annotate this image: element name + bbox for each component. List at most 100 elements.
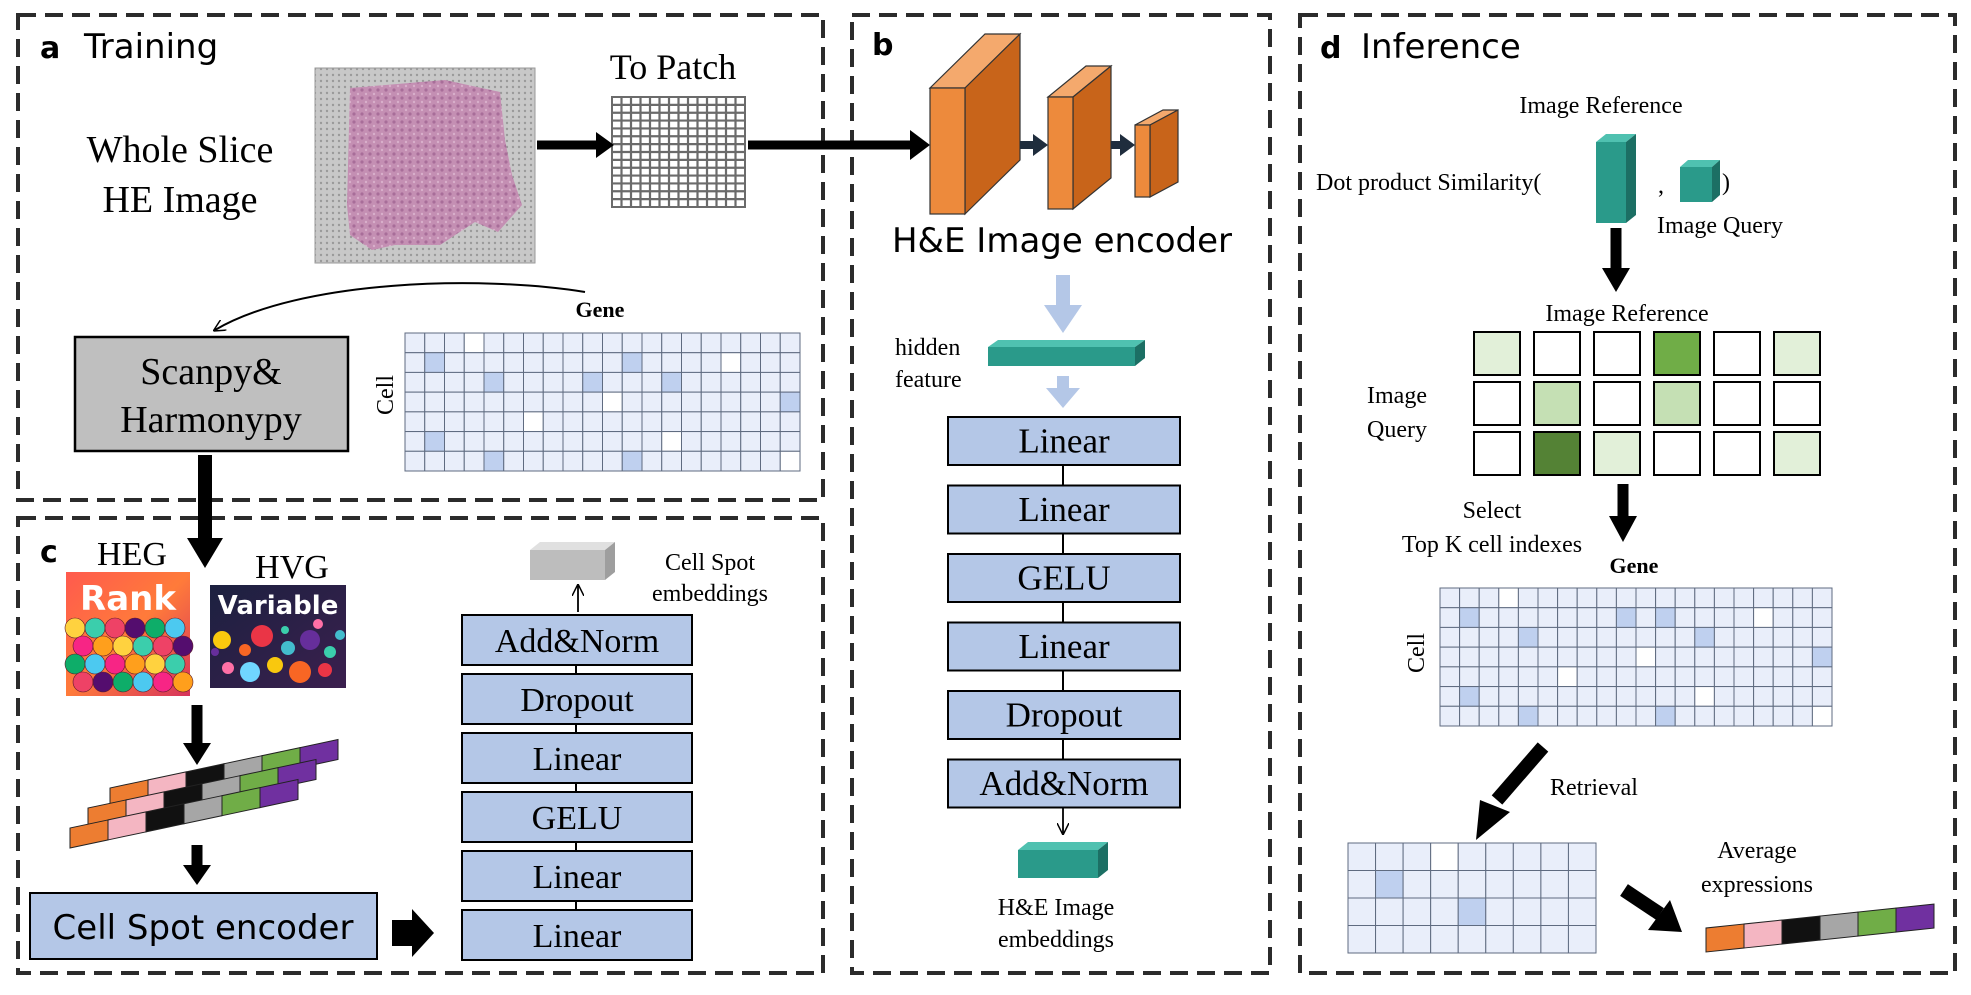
matrix-cell [681,411,702,433]
matrix-cell [1517,607,1539,628]
matrix-cell [404,332,426,354]
matrix-cell [1596,607,1617,628]
matrix-cell [1540,925,1569,954]
matrix-cell [1596,646,1617,668]
variable-sphere [267,657,283,673]
hidden-feature-line2: feature [895,367,962,393]
matrix-cell [1402,870,1432,899]
expression-matrix-training [404,332,801,472]
matrix-cell [661,371,682,393]
average-bar-cell [1781,915,1821,945]
matrix-cell [1792,666,1813,688]
panel-a-title: Training [83,27,218,67]
matrix-cell [641,431,663,452]
matrix-cell [1596,587,1617,609]
matrix-cell [444,371,465,393]
matrix-cell [1694,666,1715,688]
matrix-cell [1713,686,1735,707]
matrix-cell [1674,686,1696,707]
matrix-cell [641,411,663,433]
similarity-cell [1473,331,1521,376]
scanpy-box [73,335,350,453]
layer-box [461,791,693,843]
matrix-cell [602,352,623,373]
cellspot-encoder-box [29,892,378,960]
matrix-cell [681,391,702,413]
rank-sphere [104,617,126,639]
matrix-cell [661,391,682,413]
matrix-cell [562,352,584,373]
matrix-cell [1694,587,1715,609]
matrix-cell [1537,607,1559,628]
matrix-cell [1615,705,1637,727]
matrix-cell [1478,646,1500,668]
matrix-cell [1498,607,1519,628]
variable-sphere [281,626,289,634]
comma-label: , [1658,173,1664,199]
matrix-cell [740,450,761,472]
matrix-cell [1485,842,1514,871]
matrix-cell [404,411,426,433]
matrix-cell [661,411,682,433]
matrix-cell [602,411,623,433]
matrix-cell [463,352,485,373]
matrix-cell [700,450,722,472]
layer-box [461,614,693,666]
rank-sphere [124,653,146,675]
variable-sphere [300,630,320,650]
matrix-cell [1512,897,1542,926]
rank-sphere [64,617,86,639]
matrix-cell [1713,607,1735,628]
layer-label: GELU [532,800,623,837]
variable-sphere [222,662,234,674]
matrix-cell [562,450,584,472]
matrix-cell [1655,705,1676,727]
matrix-cell [1430,925,1459,954]
matrix-cell [621,411,643,433]
arrow-to-similarity-grid [1602,228,1630,292]
matrix-cell [1713,646,1735,668]
retrieval-label: Retrieval [1550,775,1638,801]
matrix-cell [779,332,801,354]
matrix-cell [1615,666,1637,688]
layer-box [461,850,693,902]
layer-label: Add&Norm [979,764,1148,803]
matrix-cell [1439,646,1461,668]
matrix-cell [661,450,682,472]
matrix-cell [582,391,603,413]
arrow-to-selected-matrix [1609,484,1637,542]
matrix-cell [1347,897,1377,926]
matrix-cell [720,450,742,472]
matrix-cell [641,332,663,354]
matrix-cell [1485,870,1514,899]
matrix-cell [779,431,801,452]
matrix-cell [1733,607,1755,628]
matrix-cell [1459,587,1480,609]
matrix-cell [1430,897,1459,926]
matrix-cell [1615,607,1637,628]
matrix-cell [740,431,761,452]
matrix-cell [602,371,623,393]
matrix-cell [1674,587,1696,609]
rank-sphere [164,653,186,675]
matrix-cell [1498,626,1519,648]
matrix-cell [740,391,761,413]
variable-sphere [318,663,332,677]
similarity-cell [1653,431,1701,476]
similarity-cell [1473,431,1521,476]
variable-sphere [211,648,219,656]
matrix-cell [1733,666,1755,688]
cellspot-embedding-block [530,542,615,580]
matrix-cell [1557,607,1578,628]
matrix-cell [1694,607,1715,628]
matrix-cell [542,332,564,354]
rank-sphere [72,635,94,657]
layer-box [947,690,1181,740]
arrow-to-gene-bars [183,705,211,765]
matrix-cell [1694,626,1715,648]
matrix-cell [720,352,742,373]
layer-box [947,758,1181,809]
matrix-cell [1439,626,1461,648]
variable-sphere [251,625,273,647]
